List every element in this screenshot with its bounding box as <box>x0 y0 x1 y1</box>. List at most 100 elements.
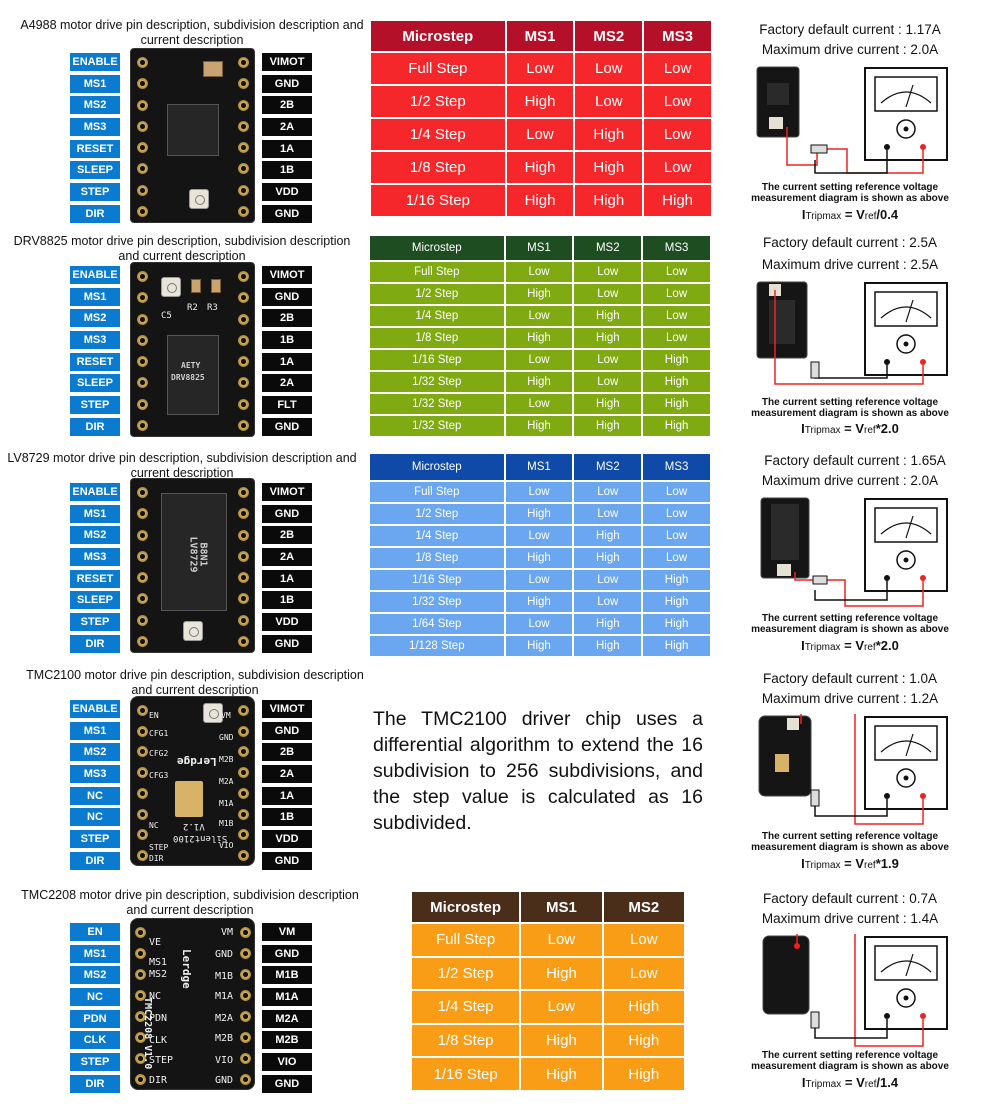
table-cell: Low <box>643 306 710 326</box>
pin-label: VIO <box>262 1053 312 1072</box>
tmc2100-board-image: Lerdge Silent2100 V1.2 EN VM GND CFG1 CF… <box>130 696 255 866</box>
pin-label: M2A <box>262 1009 312 1028</box>
board-silkscreen: VIO <box>219 841 234 850</box>
board-silkscreen: TMC2208 V1.0 <box>142 997 153 1070</box>
pin-label: 1A <box>262 786 312 805</box>
table-cell: Low <box>505 262 573 282</box>
pin-label: GND <box>262 634 312 653</box>
table-cell: High <box>603 1058 684 1090</box>
table-cell: High <box>505 504 573 524</box>
pin-label: MS2 <box>70 526 120 545</box>
pin-label: MS1 <box>70 721 120 740</box>
table-cell: Low <box>505 526 573 546</box>
board-silkscreen: MS1 <box>149 957 168 968</box>
pin-label: 2B <box>262 526 312 545</box>
board-silkscreen: MS2 <box>149 969 168 980</box>
table-header-cell: Microstep <box>370 454 504 480</box>
pin-label: 1B <box>262 331 312 350</box>
table-header-cell: MS3 <box>643 454 710 480</box>
pin-label: SLEEP <box>70 374 120 393</box>
table-header-cell: Microstep <box>412 892 520 922</box>
table-header-cell: MS1 <box>521 892 602 922</box>
pin-label: VIMOT <box>262 483 312 501</box>
table-cell: Low <box>644 152 711 183</box>
table-cell: 1/32 Step <box>370 372 504 392</box>
pin-label: 2B <box>262 743 312 762</box>
pin-label: VDD <box>262 830 312 849</box>
pin-label: SLEEP <box>70 161 120 180</box>
max-current: Maximum drive current : 1.4A <box>761 911 939 926</box>
board-silkscreen: M1A <box>215 991 234 1002</box>
table-cell: High <box>506 86 574 117</box>
current-formula: ITripmax = Vref*2.0 <box>801 638 899 653</box>
board-silkscreen: CFG1 <box>149 729 169 738</box>
table-cell: Low <box>505 482 573 502</box>
table-cell: High <box>521 957 602 990</box>
board-silkscreen: EN <box>149 711 159 720</box>
board-silkscreen: GND <box>219 733 234 742</box>
table-cell: 1/16 Step <box>370 570 504 590</box>
table-cell: 1/2 Step <box>370 504 504 524</box>
table-cell: Low <box>574 592 642 612</box>
pin-label: 2A <box>262 765 312 784</box>
table-cell: High <box>643 636 710 656</box>
pin-label: RESET <box>70 352 120 371</box>
drv8825-board-image: R2 R3 C5 DRV8825 AETY <box>130 262 255 437</box>
right-pin-column: VIMOT GND 2B 1B 1A 2A FLT GND <box>262 266 312 440</box>
max-current: Maximum drive current : 2.0A <box>761 42 939 57</box>
pin-label: 2B <box>262 96 312 115</box>
factory-current: Factory default current : 1.17A <box>759 22 941 37</box>
board-silkscreen: DIR <box>149 1075 168 1086</box>
pin-label: STEP <box>70 830 120 849</box>
tmc2100-note: The TMC2100 driver chip uses a different… <box>373 708 703 834</box>
pin-label: GND <box>262 721 312 740</box>
measurement-diagram <box>762 934 948 1047</box>
lv8729-section: LV8729 motor drive pin description, subd… <box>0 0 1000 656</box>
table-cell: 1/64 Step <box>370 614 504 634</box>
pin-label: M1B <box>262 966 312 985</box>
pin-label: STEP <box>70 613 120 632</box>
board-silkscreen: M1B <box>219 819 234 828</box>
pin-label: MS2 <box>70 966 120 985</box>
table-cell: Low <box>574 570 642 590</box>
table-cell: Low <box>505 350 573 370</box>
section-title: DRV8825 motor drive pin description, sub… <box>13 234 351 263</box>
table-cell: Low <box>603 924 684 956</box>
table-cell: Full Step <box>371 53 505 84</box>
table-cell: High <box>574 306 642 326</box>
chip-marking: B8N1 <box>197 542 209 567</box>
pin-label: MS2 <box>70 309 120 328</box>
table-cell: Low <box>643 504 710 524</box>
table-cell: 1/2 Step <box>371 86 505 117</box>
table-cell: Low <box>643 526 710 546</box>
pin-label: MS1 <box>70 287 120 306</box>
board-silkscreen: M2B <box>219 755 234 764</box>
table-cell: Low <box>603 957 684 990</box>
pin-label: MS3 <box>70 548 120 567</box>
pin-label: 1A <box>262 139 312 158</box>
board-silkscreen: CFG3 <box>149 771 169 780</box>
current-formula: ITripmax = Vref/1.4 <box>801 1075 899 1090</box>
pin-label: ENABLE <box>70 53 120 71</box>
measurement-caption: The current setting reference voltage me… <box>751 613 949 635</box>
pin-label: VDD <box>262 183 312 202</box>
board-silkscreen: STEP <box>149 1055 174 1066</box>
pin-label: ENABLE <box>70 700 120 718</box>
table-cell: Low <box>505 394 573 414</box>
table-cell: 1/4 Step <box>412 991 520 1023</box>
table-cell: High <box>574 526 642 546</box>
board-silkscreen: C5 <box>161 311 172 321</box>
board-silkscreen: STEP <box>149 843 169 852</box>
pin-label: 1B <box>262 808 312 827</box>
